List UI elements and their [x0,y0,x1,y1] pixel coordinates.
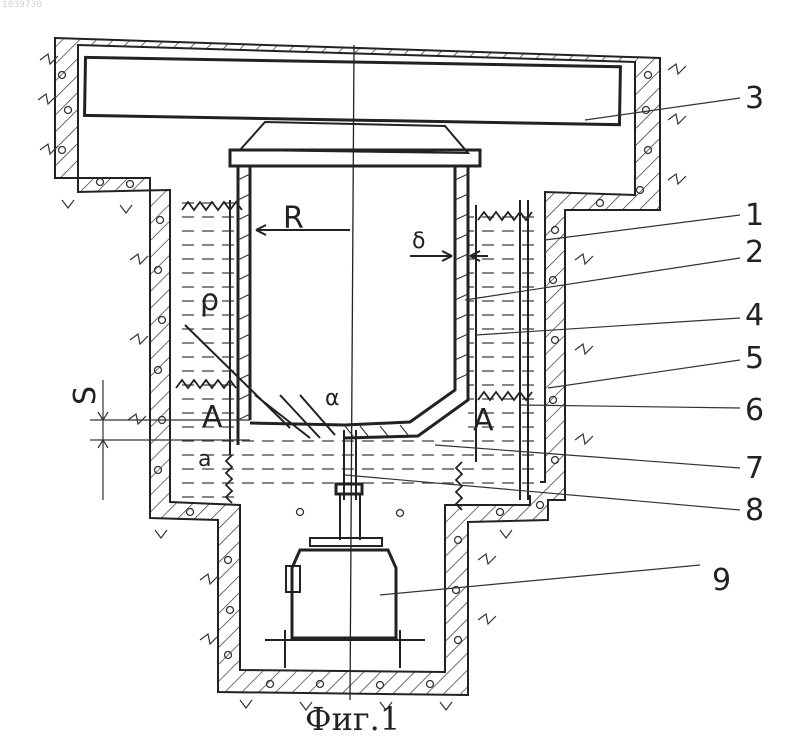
label-A-left: A [202,400,223,435]
label-A-right: A [473,403,494,438]
figure-caption: Фиг.1 [305,700,400,738]
liquid-right [468,205,540,495]
label-7: 7 [745,451,764,486]
label-2: 2 [745,235,764,270]
label-alpha: α [325,386,340,411]
motor-cap [310,538,382,546]
label-R: R [283,201,304,236]
motor-9 [292,550,396,638]
label-5: 5 [745,341,764,376]
label-4: 4 [745,298,764,333]
label-S: S [68,386,103,405]
label-rho: ρ [200,283,219,318]
label-8: 8 [745,493,764,528]
label-6: 6 [745,393,764,428]
label-a: a [198,447,211,472]
label-3: 3 [745,81,764,116]
top-block-3 [85,57,621,124]
motor-base [265,630,425,668]
label-9: 9 [712,563,731,598]
center-axis [350,45,354,700]
concrete-wall [55,38,660,695]
label-delta: δ [412,229,425,254]
shaft [340,494,360,540]
label-1: 1 [745,198,764,233]
